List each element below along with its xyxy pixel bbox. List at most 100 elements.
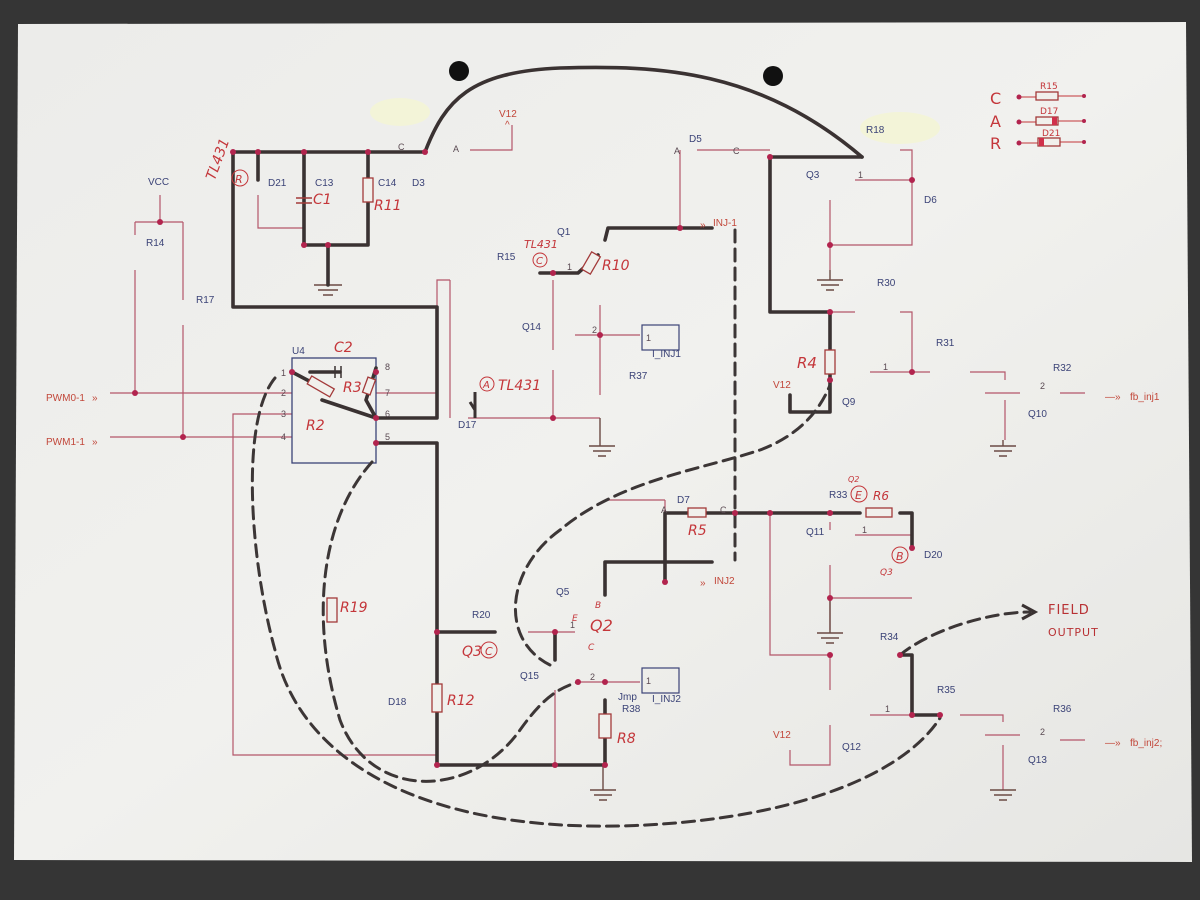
label-d17: D17 [458,420,477,431]
resistor-r2 [306,375,336,398]
resistor-r11 [362,177,374,203]
legend-letter: A [990,112,1001,131]
net-inj1: INJ-1 [713,218,737,229]
circle-mark [231,169,249,187]
resistor-r3 [361,376,377,396]
note-r5: R5 [688,523,707,539]
note-c2: C2 [334,340,353,356]
legend-diode [1037,137,1061,147]
pin-label: 1 [885,704,890,714]
label-d21: D21 [268,178,287,189]
label-r35: R35 [937,685,956,696]
legend-letter: R [990,134,1001,153]
capacitor-c1 [296,197,312,204]
label-r36: R36 [1053,704,1072,715]
label-r30: R30 [877,278,896,289]
note-q2: Q2 [848,475,859,484]
legend-resistor [1035,91,1059,101]
note-r11: R11 [374,198,402,214]
net-arrow-icon: » [92,437,98,448]
legend-part: D21 [1042,129,1060,139]
note-circle-r: R [235,173,243,186]
highlight-mark [860,112,940,144]
pin-label: 1 [570,620,575,630]
note-r8: R8 [617,731,636,747]
net-v12-bottom: V12 [773,730,791,741]
components [296,177,893,739]
legend-diode-band [1052,117,1057,125]
u4-ic-box [291,357,377,464]
circle-mark [480,641,498,659]
note-r2: R2 [306,418,325,434]
d5-cathode-label: C [733,146,740,156]
junction-dots [132,149,943,768]
label-r37: R37 [629,371,648,382]
label-q15: Q15 [520,671,539,682]
note-q3: Q3 [880,568,893,578]
note-circle-b: B [896,550,904,563]
label-d6: D6 [924,195,937,206]
connector-i-inj1 [641,324,680,351]
label-d3: D3 [412,178,425,189]
label-r32: R32 [1053,363,1072,374]
handwritten-annotations: TL431 R C1 R11 TL431 C R10 A TL431 C2 R2… [203,136,1099,747]
diode-d17 [468,392,477,418]
label-r15: R15 [497,252,516,263]
pin-label: 2 [590,672,595,682]
note-circle-c: C [485,645,493,658]
net-arrow-icon: » [700,220,706,231]
label-i-inj1: I_INJ1 [652,349,681,360]
label-q3: Q3 [806,170,820,181]
label-q12: Q12 [842,742,861,753]
d5-anode-label: A [674,146,680,156]
d7-anode-label: A [661,505,667,515]
d7-cathode-label: C [720,505,727,515]
net-arrow-icon: » [92,393,98,404]
label-c14: C14 [378,178,397,189]
label-r14: R14 [146,238,165,249]
hand-drawn-wires [231,65,942,767]
label-r33: R33 [829,490,848,501]
d3-anode-label: A [453,144,459,154]
note-r19: R19 [340,600,368,616]
u4-pin-5: 5 [385,432,390,442]
label-u4: U4 [292,346,305,357]
paper-sheet [14,22,1192,862]
net-v12-mid: V12 [773,380,791,391]
note-q2-c: C [588,643,595,653]
resistor-r8 [598,713,612,739]
pin-label: 2 [1040,727,1045,737]
net-fb-inj2: fb_inj2; [1130,738,1162,749]
legend-part: D17 [1040,107,1058,117]
net-pwm1: PWM1-1 [46,437,85,448]
label-d20: D20 [924,550,943,561]
net-arrow-icon: —» [1105,738,1121,749]
circle-mark [850,485,868,503]
label-q11: Q11 [806,527,825,538]
circle-mark [532,252,548,268]
pin-label: 1 [883,362,888,372]
net-labels: PWM0-1 » PWM1-1 » V12 ^ V12 V12 » INJ-1 … [46,109,1162,749]
legend-diode-band [1039,138,1044,146]
label-q1: Q1 [557,227,571,238]
label-q9: Q9 [842,397,856,408]
resistor-r12 [431,683,443,713]
net-arrow-icon: —» [1105,392,1121,403]
legend-leads [1019,95,1084,144]
net-fb-inj1: fb_inj1 [1130,392,1160,403]
resistor-r6 [865,507,893,518]
net-v12-top: V12 [499,109,517,120]
note-r4: R4 [797,354,817,372]
label-d7: D7 [677,495,690,506]
d3-cathode-label: C [398,142,405,152]
power-arrow-icon: ^ [505,120,510,131]
note-r12: R12 [447,693,475,709]
dashed-routes [250,228,1039,828]
note-output: OUTPUT [1048,626,1099,639]
pin-label: 1 [567,262,572,272]
circle-mark [479,376,495,392]
note-c1: C1 [313,192,332,208]
connector-i-inj2 [641,667,680,694]
label-r34: R34 [880,632,899,643]
